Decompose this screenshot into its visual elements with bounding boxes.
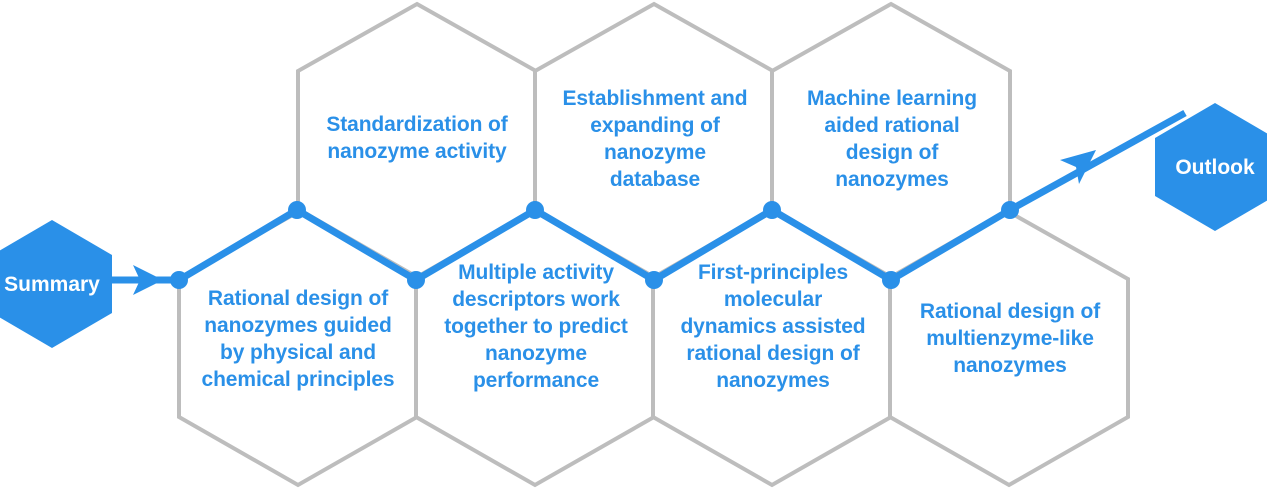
roadmap-node-dots: [170, 201, 1019, 289]
outlook-hexagon[interactable]: [1155, 103, 1267, 231]
node-dot-3: [407, 271, 425, 289]
roadmap-zigzag-path: [177, 205, 1012, 285]
exit-connector-line: [1008, 109, 1187, 214]
node-dot-6: [763, 201, 781, 219]
node-dot-1: [170, 271, 188, 289]
upper-hexagon-outlines: [296, 1, 1012, 280]
node-dot-2: [288, 201, 306, 219]
exit-arrow-head: [1060, 150, 1096, 184]
node-dot-7: [882, 271, 900, 289]
summary-hexagon[interactable]: [0, 220, 112, 348]
node-dot-4: [526, 201, 544, 219]
node-dot-8: [1001, 201, 1019, 219]
entry-arrow-head: [133, 265, 163, 295]
node-dot-5: [645, 271, 663, 289]
